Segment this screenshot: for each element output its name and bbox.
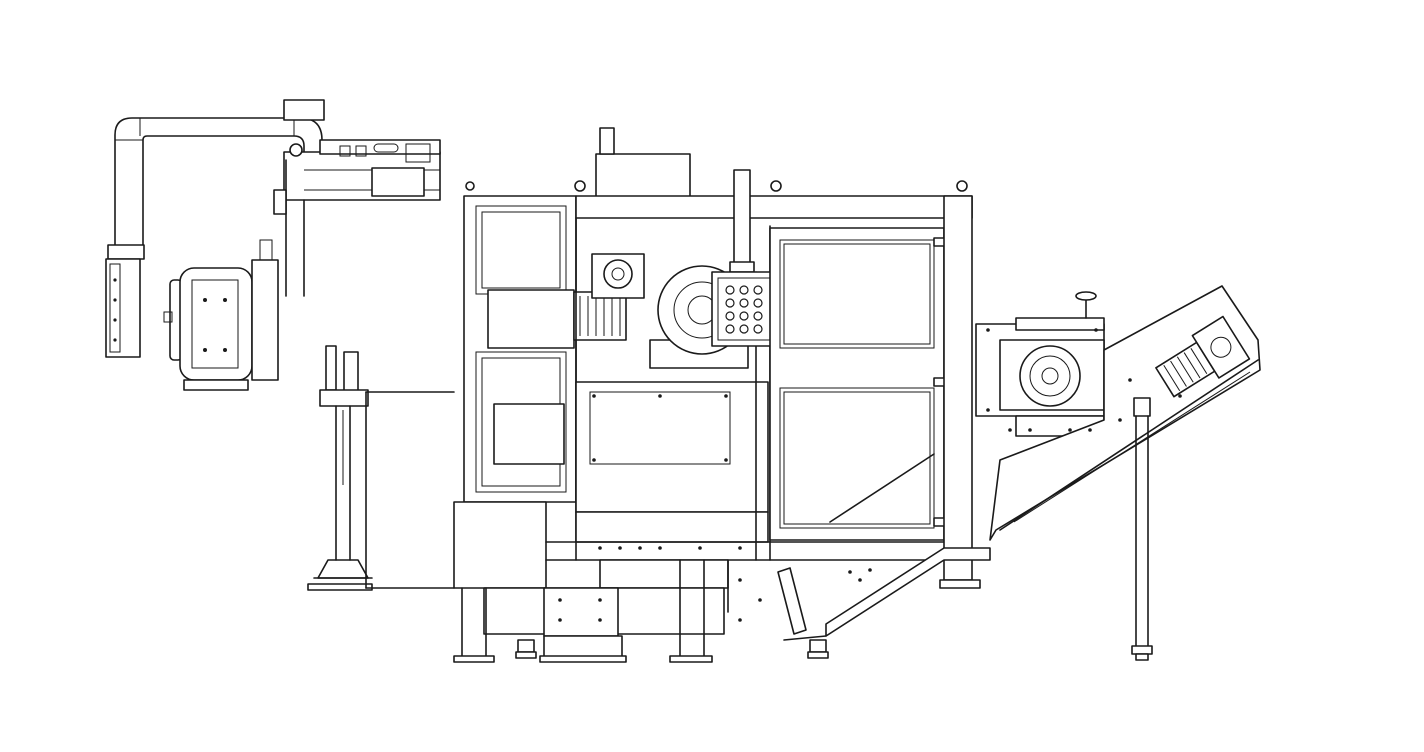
rivet-dot <box>738 578 742 582</box>
keypad-key <box>739 298 749 308</box>
rivet-dot <box>858 578 862 582</box>
keypad-key <box>753 311 763 321</box>
rivet-dot <box>738 618 742 622</box>
keypad-keys <box>725 285 763 334</box>
rivet-dot <box>1008 428 1012 432</box>
rivet-dot <box>868 568 872 572</box>
keypad-key <box>739 311 749 321</box>
keypad-key <box>725 311 735 321</box>
right-enclosure-door <box>769 195 981 589</box>
rivet-dot <box>638 546 642 550</box>
keypad-key <box>739 324 749 334</box>
rivet-dot <box>592 394 596 398</box>
base-leveling-feet <box>453 559 829 663</box>
keypad-key <box>753 324 763 334</box>
rivet-dot <box>1178 394 1182 398</box>
rivet-dot <box>592 458 596 462</box>
keypad-key <box>753 285 763 295</box>
rivet-dot <box>1118 418 1122 422</box>
overhead-pipe-arm <box>105 99 325 358</box>
side-drive-unit <box>975 291 1105 437</box>
rivet-dot <box>758 598 762 602</box>
rivet-dot <box>658 546 662 550</box>
rivet-dot <box>986 408 990 412</box>
conveyor-drive-motor <box>1155 315 1251 398</box>
rivet-dot <box>1094 328 1098 332</box>
rivet-dot <box>598 618 602 622</box>
left-gear-motor <box>163 239 279 391</box>
rivet-dot <box>698 546 702 550</box>
rivet-dot <box>724 394 728 398</box>
rivet-dot <box>848 570 852 574</box>
rivet-dots <box>558 328 1182 622</box>
rivet-dot <box>986 328 990 332</box>
control-keypad <box>711 271 777 347</box>
keypad-key <box>725 324 735 334</box>
rivet-dot <box>598 598 602 602</box>
rivet-dot <box>598 546 602 550</box>
rivet-dot <box>1028 428 1032 432</box>
keypad-key <box>753 298 763 308</box>
upper-rail-frame <box>273 139 441 297</box>
pedestal-valve-stand <box>307 345 455 591</box>
main-machine-frame <box>453 127 973 589</box>
rivet-dot <box>558 618 562 622</box>
rivet-dot <box>618 546 622 550</box>
keypad-key <box>725 298 735 308</box>
support-post <box>1131 397 1153 661</box>
rivet-dot <box>1128 378 1132 382</box>
rivet-dot <box>738 546 742 550</box>
keypad-key <box>725 285 735 295</box>
rivet-dot <box>724 458 728 462</box>
rivet-dot <box>1068 428 1072 432</box>
rivet-dot <box>558 598 562 602</box>
keypad-key <box>739 285 749 295</box>
rivet-dot <box>658 394 662 398</box>
rivet-dot <box>1088 428 1092 432</box>
